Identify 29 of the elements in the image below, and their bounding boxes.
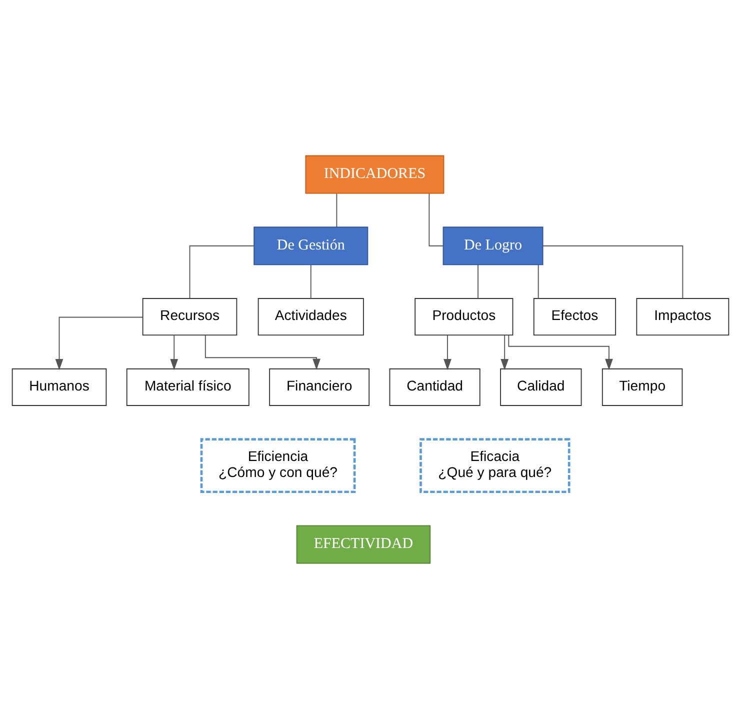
- node-box: Efectos: [533, 298, 616, 336]
- node-box: Material físico: [126, 368, 250, 406]
- node-box: Productos: [414, 298, 514, 336]
- arrow: [170, 334, 178, 370]
- node-box: Recursos: [142, 298, 238, 336]
- connector: [542, 245, 684, 299]
- node-box: EFECTIVIDAD: [296, 525, 431, 564]
- arrow: [500, 334, 509, 370]
- arrow: [508, 334, 613, 370]
- connector: [189, 245, 254, 299]
- connector: [310, 264, 312, 299]
- connector: [428, 193, 444, 246]
- node-box: Calidad: [500, 368, 582, 406]
- node-box: De Logro: [442, 226, 544, 266]
- node-box: Eficacia ¿Qué y para qué?: [420, 438, 570, 494]
- node-box: Tiempo: [602, 368, 683, 406]
- arrow: [204, 334, 320, 370]
- node-box: Humanos: [12, 368, 107, 406]
- connector: [538, 264, 539, 299]
- connector: [336, 193, 338, 228]
- node-box: Eficiencia ¿Cómo y con qué?: [200, 438, 356, 494]
- node-box: Financiero: [269, 368, 370, 406]
- node-box: Impactos: [636, 298, 730, 336]
- node-box: INDICADORES: [305, 155, 444, 194]
- arrow: [55, 316, 144, 370]
- node-box: Cantidad: [389, 368, 480, 406]
- node-box: Actividades: [258, 298, 364, 336]
- node-box: De Gestión: [254, 226, 368, 266]
- arrow: [444, 334, 452, 370]
